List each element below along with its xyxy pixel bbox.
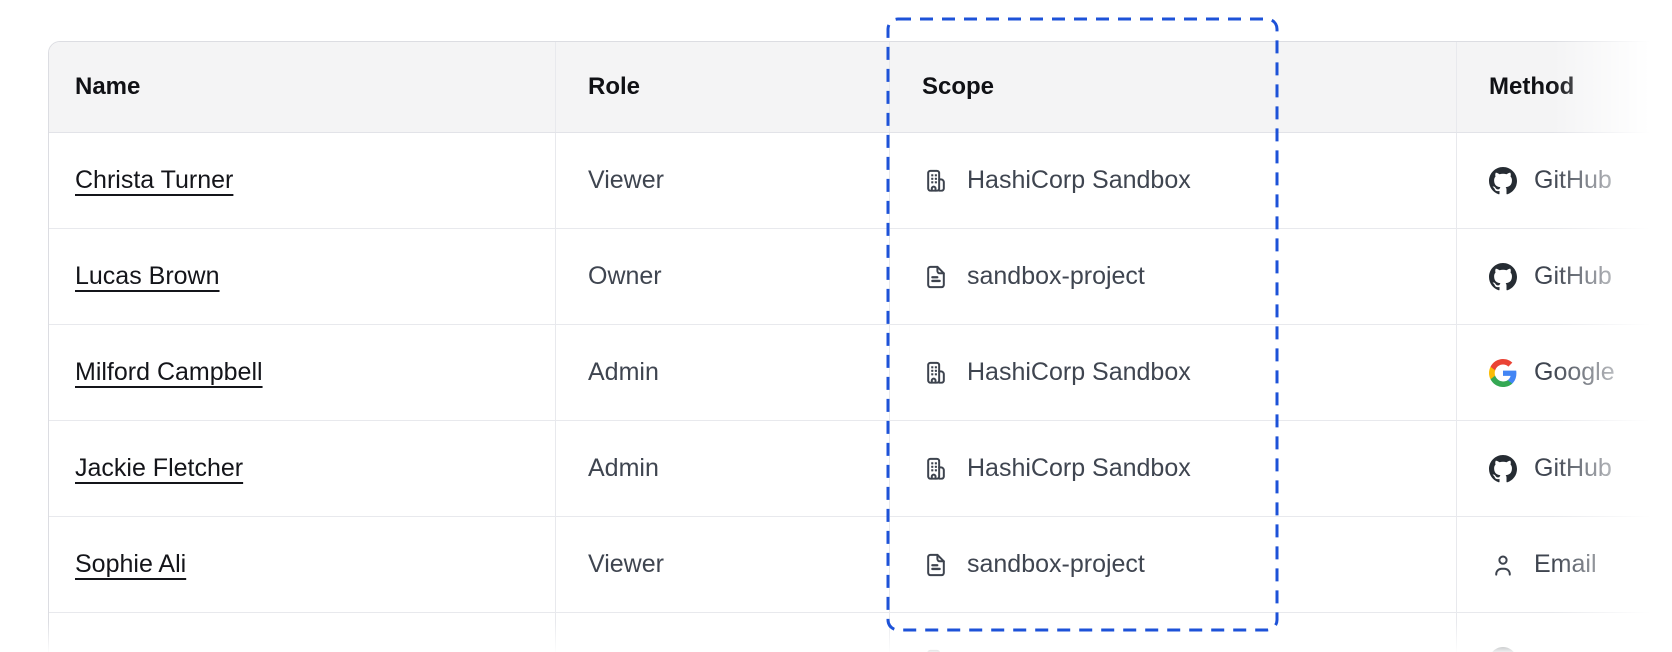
google-icon bbox=[1489, 358, 1517, 387]
user-name-link[interactable]: Jackie Fletcher bbox=[75, 454, 244, 482]
table-row: Lucas Brown Owner sandbox-project GitHub bbox=[49, 229, 1672, 325]
role-cell bbox=[555, 613, 889, 652]
role-value: Admin bbox=[588, 454, 659, 482]
scope-cell: HashiCorp Sandbox bbox=[889, 421, 1456, 516]
method-value: GitHub bbox=[1534, 166, 1612, 194]
role-value: Admin bbox=[588, 358, 659, 386]
user-name-link[interactable]: Sophie Ali bbox=[75, 550, 187, 578]
name-cell: Christa Turner bbox=[49, 133, 555, 228]
column-header-label: Scope bbox=[922, 73, 995, 100]
method-cell: GitHub bbox=[1456, 133, 1672, 228]
table-row: Sophie Ali Viewer sandbox-project Email bbox=[49, 517, 1672, 613]
column-header-scope: Scope bbox=[889, 42, 1456, 132]
method-cell bbox=[1456, 613, 1672, 652]
column-header-name: Name bbox=[49, 42, 555, 132]
column-header-label: Role bbox=[588, 73, 641, 100]
method-value: GitHub bbox=[1534, 262, 1612, 290]
name-cell: Jackie Fletcher bbox=[49, 421, 555, 516]
role-cell: Admin bbox=[555, 325, 889, 420]
file-icon bbox=[922, 263, 950, 291]
table-row: Jackie Fletcher Admin HashiCorp Sandbox … bbox=[49, 421, 1672, 517]
scope-value: sandbox-project bbox=[967, 550, 1145, 578]
method-value: Google bbox=[1534, 358, 1615, 386]
method-cell: GitHub bbox=[1456, 421, 1672, 516]
scope-cell: sandbox-project bbox=[889, 517, 1456, 612]
method-cell: Email bbox=[1456, 517, 1672, 612]
scope-value: HashiCorp Sandbox bbox=[967, 358, 1191, 386]
name-cell bbox=[49, 613, 555, 652]
organization-icon bbox=[922, 455, 950, 483]
github-icon bbox=[1489, 166, 1517, 195]
role-value: Owner bbox=[588, 262, 662, 290]
table-body: Christa Turner Viewer HashiCorp Sandbox … bbox=[49, 133, 1672, 652]
scope-cell: HashiCorp Sandbox bbox=[889, 325, 1456, 420]
name-cell: Milford Campbell bbox=[49, 325, 555, 420]
scope-cell bbox=[889, 613, 1456, 652]
github-icon bbox=[1489, 454, 1517, 483]
github-icon bbox=[1489, 262, 1517, 291]
table-row: Milford Campbell Admin HashiCorp Sandbox… bbox=[49, 325, 1672, 421]
organization-icon bbox=[922, 359, 950, 387]
method-value: Email bbox=[1534, 550, 1597, 578]
role-cell: Admin bbox=[555, 421, 889, 516]
user-name-link[interactable]: Milford Campbell bbox=[75, 358, 263, 386]
user-name-link[interactable]: Lucas Brown bbox=[75, 262, 220, 290]
method-cell: Google bbox=[1456, 325, 1672, 420]
column-header-label: Name bbox=[75, 73, 141, 100]
method-cell: GitHub bbox=[1456, 229, 1672, 324]
name-cell: Lucas Brown bbox=[49, 229, 555, 324]
organization-icon bbox=[922, 167, 950, 195]
file-icon bbox=[922, 551, 950, 579]
role-cell: Owner bbox=[555, 229, 889, 324]
role-value: Viewer bbox=[588, 550, 664, 578]
role-cell: Viewer bbox=[555, 517, 889, 612]
scope-value: HashiCorp Sandbox bbox=[967, 454, 1191, 482]
column-header-method: Method bbox=[1456, 42, 1672, 132]
partial-github-icon bbox=[1489, 646, 1517, 652]
scope-cell: sandbox-project bbox=[889, 229, 1456, 324]
role-cell: Viewer bbox=[555, 133, 889, 228]
partial-table-row bbox=[49, 613, 1672, 652]
user-icon bbox=[1489, 551, 1517, 579]
table-row: Christa Turner Viewer HashiCorp Sandbox … bbox=[49, 133, 1672, 229]
user-name-link[interactable]: Christa Turner bbox=[75, 166, 234, 194]
members-table: Name Role Scope Method Christa Turner Vi… bbox=[48, 41, 1672, 652]
scope-cell: HashiCorp Sandbox bbox=[889, 133, 1456, 228]
column-header-role: Role bbox=[555, 42, 889, 132]
table-header-row: Name Role Scope Method bbox=[49, 42, 1672, 133]
partial-organization-icon bbox=[922, 647, 950, 652]
column-header-label: Method bbox=[1489, 73, 1575, 100]
scope-value: sandbox-project bbox=[967, 262, 1145, 290]
name-cell: Sophie Ali bbox=[49, 517, 555, 612]
role-value: Viewer bbox=[588, 166, 664, 194]
method-value: GitHub bbox=[1534, 454, 1612, 482]
scope-value: HashiCorp Sandbox bbox=[967, 166, 1191, 194]
